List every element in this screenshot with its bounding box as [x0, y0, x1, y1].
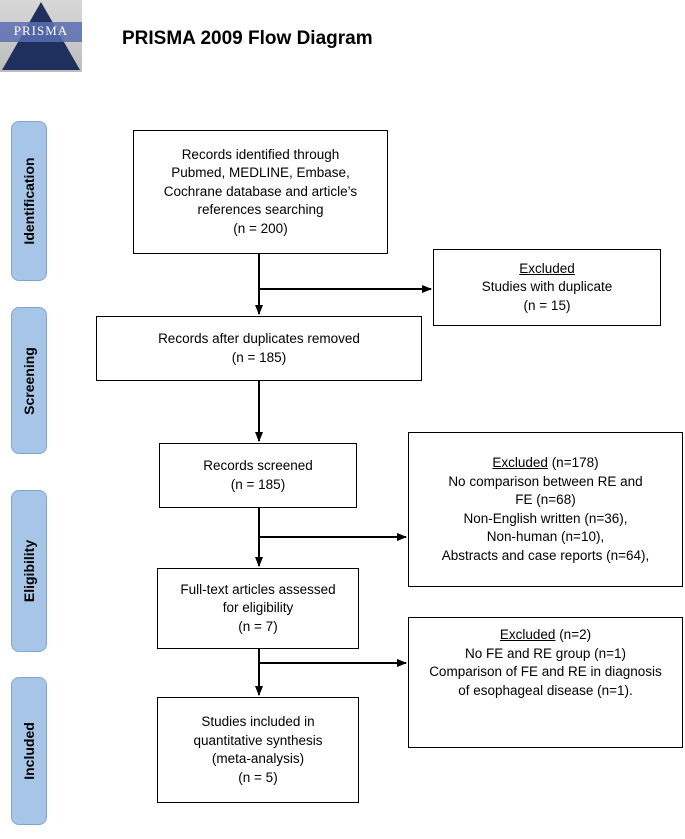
excluded-screening-box: Excluded (n=178) No comparison between R…: [408, 432, 683, 587]
excluded-duplicates-box: Excluded Studies with duplicate (n = 15): [433, 249, 661, 326]
excluded-heading: Excluded: [519, 260, 575, 276]
box-line: Records after duplicates removed: [158, 331, 360, 346]
excluded-heading: Excluded: [499, 627, 556, 642]
records-identified-box: Records identified through Pubmed, MEDLI…: [133, 130, 388, 254]
stage-included: Included: [11, 677, 47, 825]
box-line: quantitative synthesis: [193, 732, 323, 748]
box-line: No comparison between RE and: [448, 473, 643, 489]
box-line: Comparison of FE and RE in diagnosis: [429, 664, 662, 679]
box-line: (n = 200): [233, 220, 288, 236]
prisma-logo: PRISMA: [0, 0, 82, 72]
box-line: Studies with duplicate: [481, 279, 613, 295]
excluded-count: (n=178): [547, 455, 599, 470]
box-line: Abstracts and case reports (n=64),: [441, 547, 650, 563]
page-title: PRISMA 2009 Flow Diagram: [122, 28, 373, 49]
excluded-heading: Excluded: [492, 455, 548, 470]
box-line: (n = 185): [230, 476, 286, 492]
box-line: (n = 7): [238, 618, 278, 634]
excluded-fulltext-box: Excluded (n=2) No FE and RE group (n=1) …: [408, 617, 683, 748]
box-line: (n = 185): [231, 349, 287, 365]
box-line: Non-human (n=10),: [486, 529, 605, 544]
records-screened-box: Records screened (n = 185): [159, 443, 357, 508]
after-duplicates-box: Records after duplicates removed (n = 18…: [96, 316, 422, 381]
box-line: (meta-analysis): [211, 751, 305, 766]
box-line: Non-English written (n=36),: [463, 510, 628, 526]
box-line: references searching: [197, 202, 324, 218]
box-line: (n = 15): [523, 297, 571, 313]
stage-identification: Identification: [11, 121, 47, 281]
logo-text: PRISMA: [13, 23, 69, 38]
box-line: Studies included in: [201, 714, 315, 729]
box-line: Full-text articles assessed: [180, 581, 336, 597]
stage-eligibility: Eligibility: [11, 490, 47, 652]
box-line: of esophageal disease (n=1).: [458, 682, 633, 698]
box-line: FE (n=68): [515, 492, 576, 507]
studies-included-box: Studies included in quantitative synthes…: [157, 697, 359, 803]
box-line: Records identified through: [181, 146, 340, 162]
stage-screening: Screening: [11, 307, 47, 454]
fulltext-assessed-box: Full-text articles assessed for eligibil…: [157, 568, 359, 649]
logo-pyramid-icon: [0, 2, 82, 70]
box-line: No FE and RE group (n=1): [465, 645, 626, 661]
box-line: Records screened: [203, 458, 313, 473]
box-line: Pubmed, MEDLINE, Embase,: [171, 165, 350, 181]
excluded-count: (n=2): [555, 627, 592, 642]
box-line: for eligibility: [222, 600, 294, 616]
box-line: Cochrane database and article’s: [163, 183, 358, 199]
box-line: (n = 5): [238, 769, 278, 785]
